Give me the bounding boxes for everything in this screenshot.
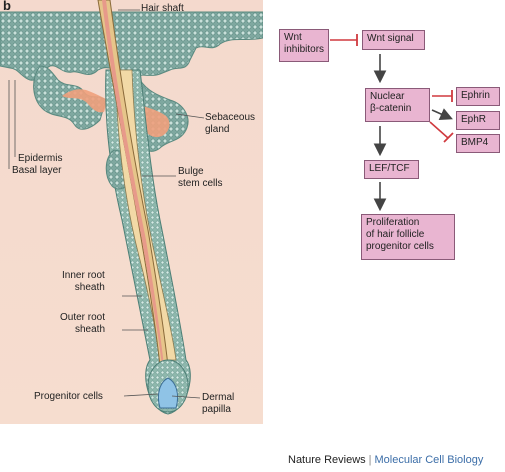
flow-arrows (330, 34, 454, 212)
wnt-signaling-flow: Wnt inhibitors Wnt signal Nuclear β-cate… (279, 29, 500, 260)
inhibit-bmp4-bar (443, 132, 454, 143)
box-proliferation: Proliferation of hair follicle progenito… (361, 214, 455, 260)
journal-section: Molecular Cell Biology (374, 454, 484, 466)
box-ephrin: Ephrin (456, 87, 500, 106)
box-wnt-signal: Wnt signal (362, 30, 425, 50)
box-ephr: EphR (456, 111, 500, 130)
arrow-catenin-to-ephr (431, 108, 453, 120)
label-inner-root-sheath: Inner root sheath (62, 270, 105, 293)
hair-shaft-cortex (102, 0, 164, 366)
label-progenitor-cells: Progenitor cells (34, 391, 103, 402)
dermal-papilla-shape (157, 377, 179, 409)
panel-letter: b (3, 0, 11, 13)
box-lef-tcf: LEF/TCF (364, 160, 419, 179)
credit-separator: | (368, 454, 372, 466)
label-bulge-stem-cells: Bulge stem cells (178, 166, 223, 189)
label-outer-root-sheath: Outer root sheath (60, 312, 106, 335)
box-bmp4: BMP4 (456, 134, 500, 153)
sebaceous-core-left (62, 89, 108, 113)
journal-name: Nature Reviews (288, 454, 366, 466)
label-basal-layer: Basal layer (12, 165, 62, 176)
leader-lines (8, 9, 205, 399)
hair-follicle-illustration: b Hair shaft Sebaceous gland Epidermis B… (0, 0, 263, 424)
label-sebaceous-gland: Sebaceous gland (205, 112, 256, 135)
label-hair-shaft: Hair shaft (141, 3, 184, 14)
label-epidermis: Epidermis (18, 153, 63, 164)
inhibit-bmp4-line (429, 121, 449, 139)
journal-credit: Nature Reviews|Molecular Cell Biology (288, 454, 483, 466)
box-wnt-inhibitors: Wnt inhibitors (279, 29, 329, 62)
box-nuclear-beta-catenin: Nuclear β-catenin (365, 88, 430, 122)
label-dermal-papilla: Dermal papilla (202, 392, 235, 415)
follicle-drawing (0, 0, 263, 424)
